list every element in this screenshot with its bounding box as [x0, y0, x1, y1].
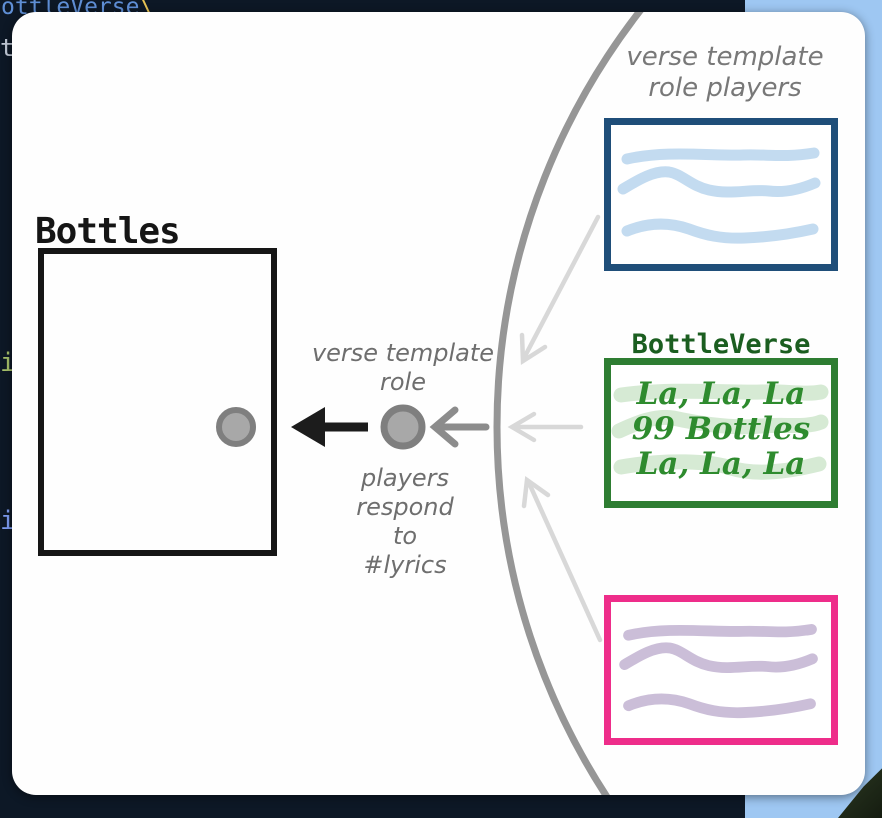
lyrics-line: 99 Bottles — [631, 411, 811, 447]
caption-line: to — [392, 522, 418, 550]
code-char-i-green: i — [0, 348, 16, 378]
blue-squiggle-lines — [617, 147, 821, 244]
bottleverse-label: BottleVerse — [631, 329, 811, 360]
bottleverse-lyrics: La, La, La 99 Bottles La, La, La — [611, 365, 831, 501]
caption-line: role players — [648, 73, 802, 103]
green-squiggle-lines — [611, 383, 829, 480]
arrow-into-role-circle — [429, 406, 490, 448]
bottleverse-box: La, La, La 99 Bottles La, La, La — [604, 358, 838, 508]
arrow-from-green-box — [507, 411, 584, 443]
caption-line: respond — [356, 493, 454, 521]
score-box-blue — [604, 118, 838, 271]
bottles-label: Bottles — [35, 211, 181, 252]
arrow-from-pink-box — [521, 475, 603, 643]
bottles-box — [38, 248, 277, 556]
code-char-t: t — [0, 34, 15, 62]
caption-line: #lyrics — [363, 551, 447, 579]
verse-template-role-circle — [380, 404, 426, 450]
caption-line: verse template — [626, 42, 824, 72]
caption-line: players — [361, 464, 449, 492]
role-players-caption: verse template role players — [625, 42, 825, 104]
purple-squiggle-lines — [619, 624, 818, 719]
score-box-pink — [604, 595, 838, 745]
code-char-i-blue: i — [0, 506, 16, 536]
diagram-card: Bottles verse template role players resp… — [12, 12, 865, 795]
verse-template-role-caption: verse template role — [303, 339, 503, 397]
lyrics-line: La, La, La — [636, 446, 806, 482]
caption-line: role — [380, 368, 426, 396]
caption-line: verse template — [311, 339, 495, 367]
lyrics-line: La, La, La — [636, 376, 806, 412]
players-respond-caption: players respond to #lyrics — [315, 464, 495, 580]
arrow-from-blue-box — [519, 214, 601, 366]
arrow-role-to-bottles — [291, 407, 368, 447]
